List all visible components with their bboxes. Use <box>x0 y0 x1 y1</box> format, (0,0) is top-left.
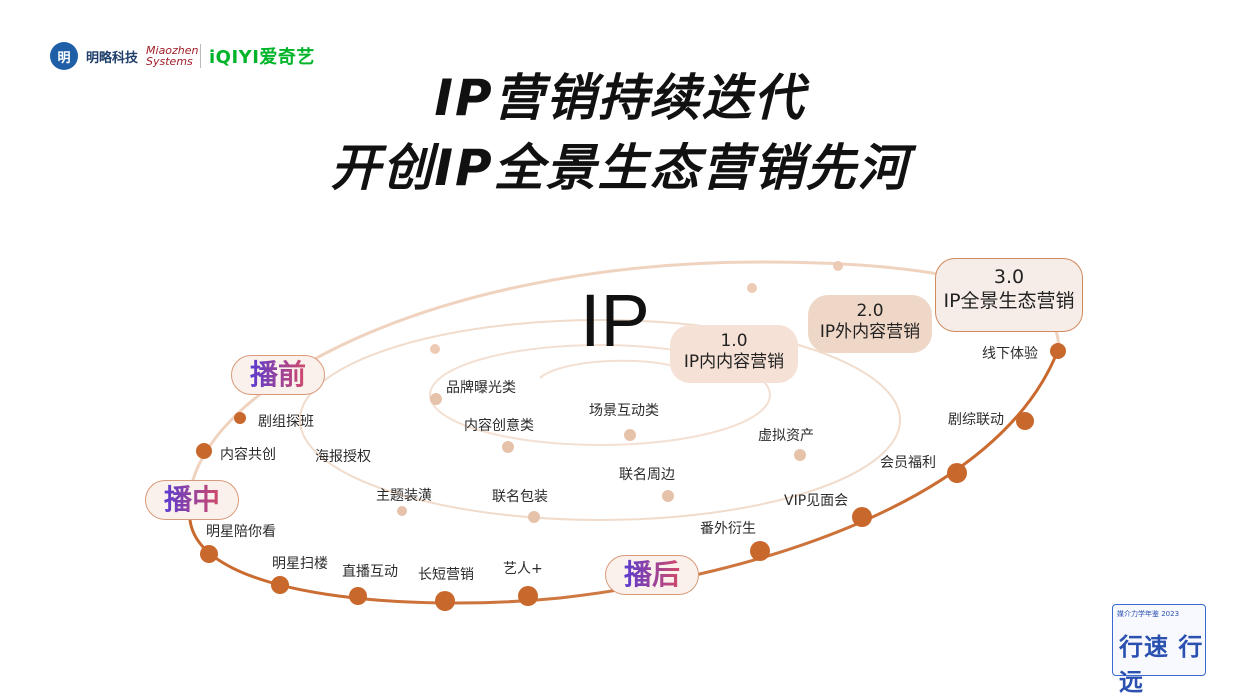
miaozhen-logo-text: Miaozhen Systems <box>146 44 199 68</box>
version-1-label: IP内内容营销 <box>683 352 785 372</box>
ring3-item: 番外衍生 <box>700 521 756 537</box>
ring2-item: 联名包装 <box>492 489 548 505</box>
award-badge: 媒介力学年鉴 2023 行速 行远 <box>1112 604 1206 696</box>
ring2-item: 主题装潢 <box>376 488 432 504</box>
ring3-item: 长短营销 <box>418 567 474 583</box>
ring1-item: 品牌曝光类 <box>446 380 516 396</box>
version-2-label: IP外内容营销 <box>819 322 921 342</box>
middle-ring <box>299 319 901 521</box>
page-title-line2: 开创IP全景生态营销先河 <box>330 139 910 197</box>
badge-title: 行速 行远 <box>1119 633 1204 696</box>
ring3-item: 剧组探班 <box>258 414 314 430</box>
ring3-item: 线下体验 <box>982 346 1038 362</box>
version-2-number: 2.0 <box>856 301 884 321</box>
version-3-number: 3.0 <box>993 266 1025 288</box>
version-3-label: IP全景生态营销 <box>943 290 1075 312</box>
phase-post-broadcast: 播后 <box>605 555 699 595</box>
mingluo-logo-text: 明略科技 <box>86 50 139 66</box>
logo-divider <box>200 44 202 68</box>
version-1-number: 1.0 <box>720 331 748 351</box>
center-ip-label: IP <box>580 279 650 362</box>
ring2-item: 海报授权 <box>315 449 371 465</box>
iqiyi-logo: iQIYI爱奇艺 <box>209 47 315 68</box>
version-1-bubble: 1.0 IP内内容营销 <box>670 325 798 383</box>
version-2-bubble: 2.0 IP外内容营销 <box>808 295 932 353</box>
phase-during-broadcast: 播中 <box>145 480 239 520</box>
ring3-item: 剧综联动 <box>948 412 1004 428</box>
inner-ring <box>429 344 771 446</box>
ring1-item: 内容创意类 <box>464 418 534 434</box>
ring3-item: 直播互动 <box>342 564 398 580</box>
page-title-line1: IP营销持续迭代 <box>434 69 806 127</box>
inner-spiral <box>539 359 681 379</box>
ring3-item: 内容共创 <box>220 447 276 463</box>
badge-caption: 媒介力学年鉴 2023 <box>1117 610 1180 618</box>
mingluo-logo-icon: 明 <box>50 42 78 70</box>
ring1-item: 场景互动类 <box>589 403 659 419</box>
ring3-item: 明星扫楼 <box>272 556 328 572</box>
ring3-item: 艺人+ <box>503 561 543 577</box>
ring3-item: 会员福利 <box>880 455 936 471</box>
ring3-item: VIP见面会 <box>784 493 849 509</box>
version-3-bubble: 3.0 IP全景生态营销 <box>935 258 1083 332</box>
ring3-item: 明星陪你看 <box>206 524 276 540</box>
ring2-item: 联名周边 <box>619 467 675 483</box>
phase-pre-broadcast: 播前 <box>231 355 325 395</box>
ring2-item: 虚拟资产 <box>758 428 814 444</box>
header-logos: 明 明略科技 Miaozhen Systems iQIYI爱奇艺 <box>50 38 315 74</box>
